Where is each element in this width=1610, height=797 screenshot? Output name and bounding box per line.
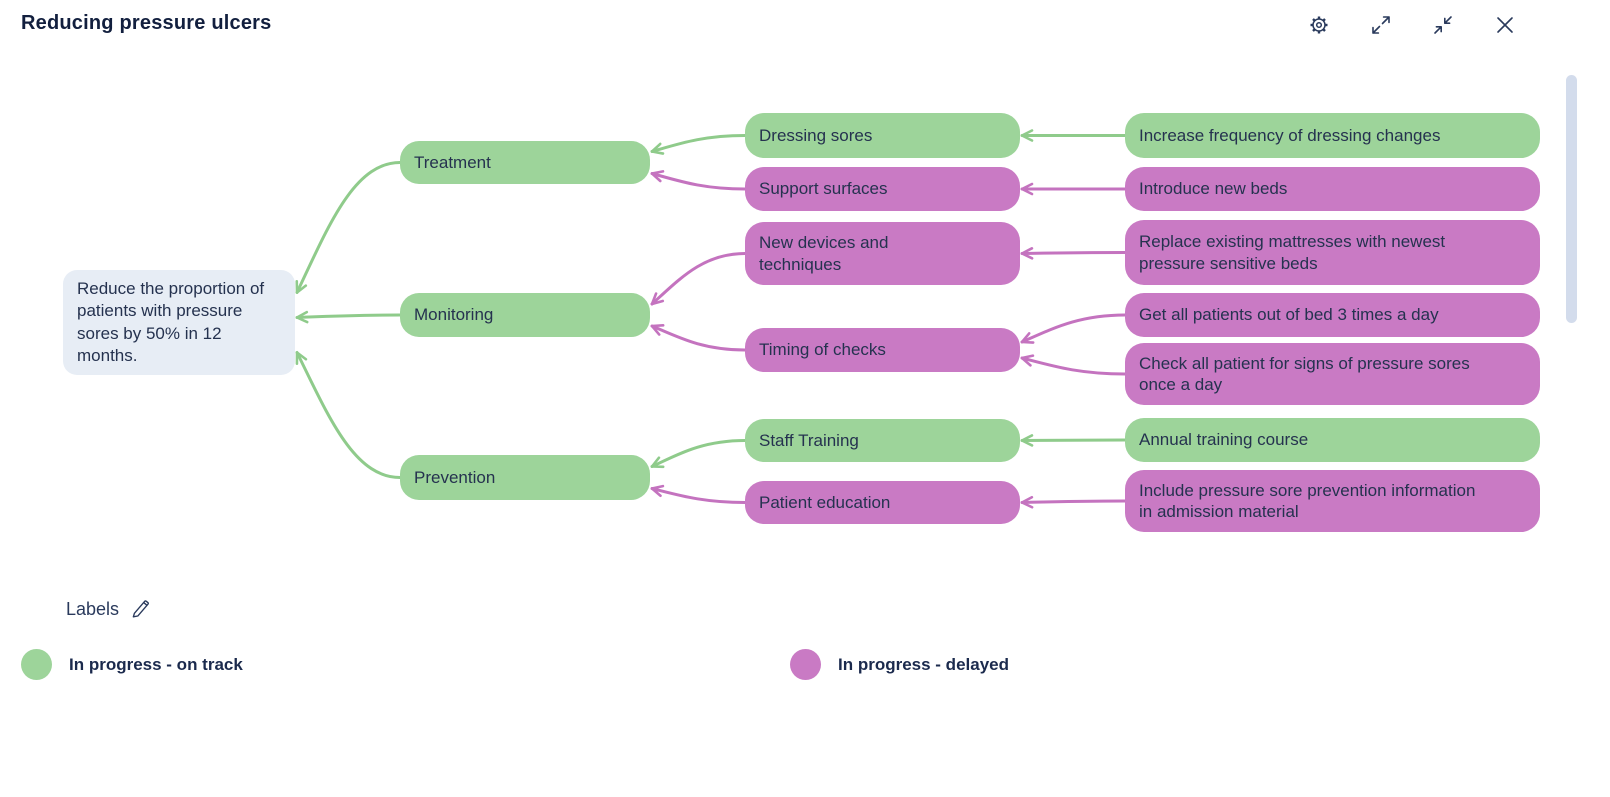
node-getall[interactable]: Get all patients out of bed 3 times a da… (1125, 293, 1540, 337)
node-label: Include pressure sore prevention informa… (1139, 480, 1476, 521)
legend-item-label: In progress - on track (69, 654, 243, 674)
labels-heading-text: Labels (66, 599, 120, 619)
vertical-scrollbar-thumb[interactable] (1566, 75, 1577, 323)
edge-prevention-aim (295, 351, 402, 479)
node-label: Treatment (414, 152, 491, 172)
legend-dot-delayed (790, 649, 821, 680)
collapse-icon (1432, 14, 1454, 39)
node-label: Get all patients out of bed 3 times a da… (1139, 305, 1439, 325)
edge-patiented-prevention (650, 484, 747, 504)
node-aim[interactable]: Reduce the proportion of patients with p… (63, 270, 295, 375)
legend-item-delayed: In progress - delayed (790, 649, 1009, 680)
node-treatment[interactable]: Treatment (400, 141, 650, 184)
edge-newdevices-monitoring (650, 252, 747, 306)
legend-item-label: In progress - delayed (838, 654, 1009, 674)
labels-heading: Labels (66, 599, 151, 620)
node-annual[interactable]: Annual training course (1125, 418, 1540, 462)
close-icon (1494, 14, 1516, 39)
node-label: Prevention (414, 467, 496, 487)
node-label: Introduce new beds (1139, 179, 1288, 199)
node-include[interactable]: Include pressure sore prevention informa… (1125, 470, 1540, 532)
node-patiented[interactable]: Patient education (745, 481, 1020, 524)
node-label: Monitoring (414, 305, 494, 325)
settings-button[interactable] (1306, 13, 1332, 39)
edge-staff-prevention (650, 439, 747, 469)
edge-dressing-treatment (650, 134, 747, 155)
legend-item-on-track: In progress - on track (21, 649, 243, 680)
node-replace[interactable]: Replace existing mattresses with newest … (1125, 220, 1540, 285)
node-prevention[interactable]: Prevention (400, 455, 650, 500)
node-staff[interactable]: Staff Training (745, 419, 1020, 462)
node-label: Dressing sores (759, 125, 873, 145)
node-increase[interactable]: Increase frequency of dressing changes (1125, 113, 1540, 158)
collapse-button[interactable] (1430, 13, 1456, 39)
legend-dot-on-track (21, 649, 52, 680)
node-checkall[interactable]: Check all patient for signs of pressure … (1125, 343, 1540, 405)
node-label: Annual training course (1139, 430, 1309, 450)
node-label: Patient education (759, 492, 891, 512)
header-controls (1306, 13, 1518, 39)
node-support[interactable]: Support surfaces (745, 167, 1020, 211)
page-title: Reducing pressure ulcers (21, 12, 272, 34)
node-label: Replace existing mattresses with newest … (1139, 232, 1446, 273)
node-label: Check all patient for signs of pressure … (1139, 353, 1470, 394)
node-timing[interactable]: Timing of checks (745, 328, 1020, 372)
expand-button[interactable] (1368, 13, 1394, 39)
edit-labels-icon[interactable] (130, 599, 151, 620)
node-introduce[interactable]: Introduce new beds (1125, 167, 1540, 211)
edge-replace-newdevices (1020, 247, 1127, 260)
edge-monitoring-aim (295, 310, 402, 324)
edge-annual-staff (1020, 434, 1127, 447)
edge-support-treatment (650, 170, 747, 191)
edge-checkall-timing (1020, 354, 1127, 376)
edge-timing-monitoring (650, 324, 747, 352)
node-label: Increase frequency of dressing changes (1139, 125, 1441, 145)
node-dressing[interactable]: Dressing sores (745, 113, 1020, 158)
edge-treatment-aim (295, 161, 402, 294)
node-label: Timing of checks (759, 340, 886, 360)
expand-icon (1370, 14, 1392, 39)
node-label: New devices and techniques (759, 233, 889, 274)
node-label: Support surfaces (759, 179, 888, 199)
close-button[interactable] (1492, 13, 1518, 39)
edge-include-patiented (1020, 495, 1127, 509)
edge-getall-timing (1020, 313, 1127, 344)
gear-icon (1308, 14, 1330, 39)
node-label: Reduce the proportion of patients with p… (77, 279, 265, 365)
node-monitoring[interactable]: Monitoring (400, 293, 650, 337)
node-label: Staff Training (759, 430, 859, 450)
node-newdevices[interactable]: New devices and techniques (745, 222, 1020, 285)
